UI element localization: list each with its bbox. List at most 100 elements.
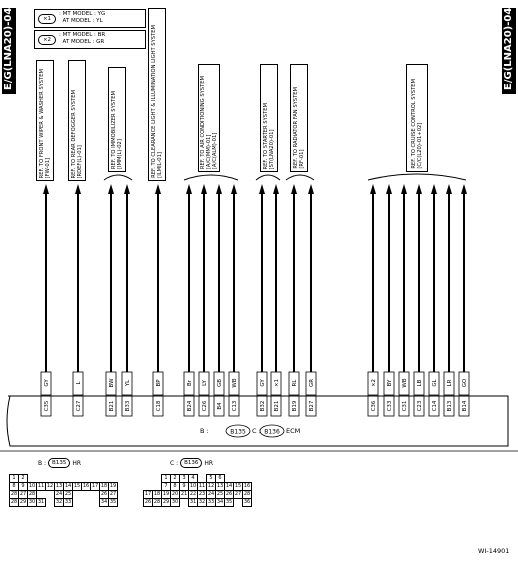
wire-arrow-14 — [370, 184, 376, 194]
pin-cell: 23 — [197, 490, 207, 499]
pin-label-5: C18 — [156, 400, 162, 411]
pin-cell — [46, 475, 55, 483]
pin-cell: 7 — [161, 482, 171, 491]
pin-cell — [144, 475, 153, 483]
pin-cell: 31 — [36, 498, 46, 507]
wire-color-19: LR — [447, 379, 453, 386]
pin-label-6: B24 — [187, 400, 193, 411]
pin-cell: 32 — [54, 498, 64, 507]
wire-arrow-10 — [259, 184, 265, 194]
wire-color-box-19 — [443, 371, 455, 396]
pin-label-15: C33 — [387, 400, 393, 411]
wire-arrow-16 — [401, 184, 407, 194]
wire-color-box-5 — [152, 371, 164, 396]
pin-cell — [82, 491, 91, 499]
pin-cell — [198, 475, 207, 483]
pin-label-9: C13 — [232, 400, 238, 411]
pin-cell: 9 — [179, 482, 189, 491]
legend-item-2: ×2 : MT MODEL : BR AT MODEL : GR — [34, 30, 146, 49]
pin-cell — [225, 475, 234, 483]
ecm-body-outline — [6, 395, 509, 447]
pin-label-8: B4 — [217, 402, 223, 410]
wire-color-4: YL — [125, 379, 131, 387]
wire-color-box-7 — [198, 371, 210, 396]
pin-label-18: C14 — [432, 400, 438, 411]
wire-color-5: BP — [156, 379, 162, 387]
wire-arrow-18 — [431, 184, 437, 194]
ecm-b-prefix: B : — [200, 427, 209, 435]
pin-cell: 8 — [170, 482, 180, 491]
wire-color-13: GR — [309, 379, 315, 387]
pin-cell: 15 — [72, 482, 82, 491]
pin-cell: 17 — [90, 482, 100, 491]
wire-color-15: BY — [387, 379, 393, 386]
wire-color-20: GO — [462, 378, 468, 387]
wire-color-box-13 — [305, 371, 317, 396]
wire-color-7: LY — [202, 380, 208, 386]
pin-cell: 12 — [206, 482, 216, 491]
pin-cell: 25 — [215, 490, 225, 499]
wire-color-box-9 — [228, 371, 240, 396]
pin-cell: 17 — [143, 490, 153, 499]
pin-cell: 18 — [99, 482, 109, 491]
pin-cell — [28, 475, 37, 483]
pin-cell: 3 — [179, 474, 189, 483]
pin-label-14: C36 — [371, 400, 377, 411]
wire-arrow-13 — [308, 184, 314, 194]
pin-cell: 1 — [9, 474, 19, 483]
ref-box-front-wiper: REF. TO FRONT WIPER & WASHER SYSTEM [FW-… — [36, 60, 54, 181]
wire-color-box-10 — [256, 371, 268, 396]
wire-arrow-19 — [446, 184, 452, 194]
pin-cell — [64, 475, 73, 483]
wire-color-box-8 — [213, 371, 225, 396]
wire-color-16: WB — [402, 378, 408, 387]
legend-text-1: : MT MODEL : YG AT MODEL : YL — [59, 11, 106, 24]
ecm-c-connector: B136 — [264, 429, 280, 436]
ecm-b-connector-oval — [225, 424, 251, 438]
pin-cell: 29 — [161, 498, 171, 507]
wire-arrow-12 — [291, 184, 297, 194]
pin-cell — [46, 491, 55, 499]
wire-color-11: ×1 — [274, 379, 280, 387]
ref-box-rear-defogger: REF. TO REAR DEFOGGER SYSTEM [RDEF(L)-01… — [68, 60, 86, 181]
pin-cell: 33 — [63, 498, 73, 507]
pin-cell: 2 — [170, 474, 180, 483]
wire-arrow-9 — [231, 184, 237, 194]
pin-label-17: C23 — [417, 400, 423, 411]
pin-cell: 24 — [54, 490, 64, 499]
pin-label-7: C26 — [202, 400, 208, 411]
wire-arrow-17 — [416, 184, 422, 194]
connector-c-id: B136 — [180, 458, 203, 468]
ref-box-immobilizer: REF. TO IMMOBILIZER SYSTEM [IMM(L)-02] — [108, 67, 126, 172]
wire-color-17: LB — [417, 379, 423, 386]
pin-cell: 16 — [81, 482, 91, 491]
pin-cell: 9 — [18, 482, 28, 491]
pin-cell: 19 — [108, 482, 118, 491]
pin-cell — [153, 475, 162, 483]
wire-color-box-20 — [458, 371, 470, 396]
wire-color-2: L — [76, 381, 82, 385]
wire-color-box-17 — [413, 371, 425, 396]
pin-cell: 19 — [161, 490, 171, 499]
pin-label-4: B33 — [125, 400, 131, 411]
pin-cell: 24 — [206, 490, 216, 499]
pin-cell: 14 — [224, 482, 234, 491]
legend-item-1: ×1 : MT MODEL : YG AT MODEL : YL — [34, 9, 146, 28]
connector-c-suffix: HR — [204, 459, 214, 467]
pin-label-2: C27 — [76, 400, 82, 411]
pin-cell: 28 — [242, 490, 252, 499]
pin-cell: 28 — [9, 490, 19, 499]
pin-cell — [73, 491, 82, 499]
pin-cell: 8 — [9, 482, 19, 491]
pin-cell — [55, 475, 64, 483]
pin-cell — [82, 499, 91, 507]
wire-arrow-2 — [75, 184, 81, 194]
pin-cell: 18 — [152, 490, 162, 499]
